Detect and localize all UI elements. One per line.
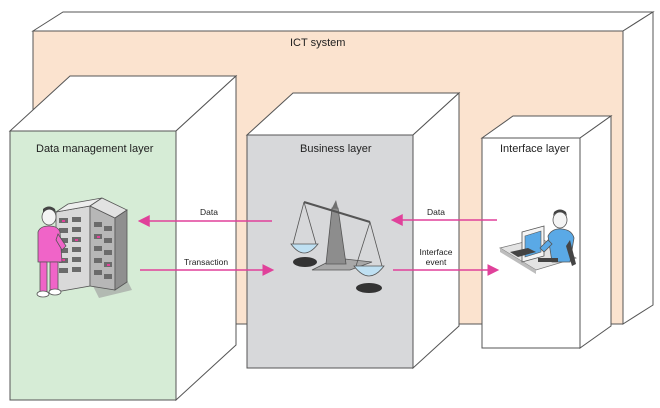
balance-scale-icon — [290, 200, 385, 293]
arrow-label-data-left: Data — [200, 207, 218, 217]
data-management-layer-title: Data management layer — [36, 143, 154, 155]
arrow-label-transaction: Transaction — [184, 257, 229, 267]
arrow-label-interface-event: Interface event — [419, 247, 453, 267]
person-at-computer-icon — [498, 209, 578, 274]
business-layer-box — [245, 91, 461, 370]
arrows — [137, 214, 500, 276]
business-layer-title: Business layer — [300, 143, 372, 155]
interface-layer-title: Interface layer — [500, 143, 570, 155]
server-rack-with-person-icon — [36, 197, 132, 298]
arrow-label-data-right: Data — [427, 207, 445, 217]
ict-system-title: ICT system — [290, 37, 346, 49]
